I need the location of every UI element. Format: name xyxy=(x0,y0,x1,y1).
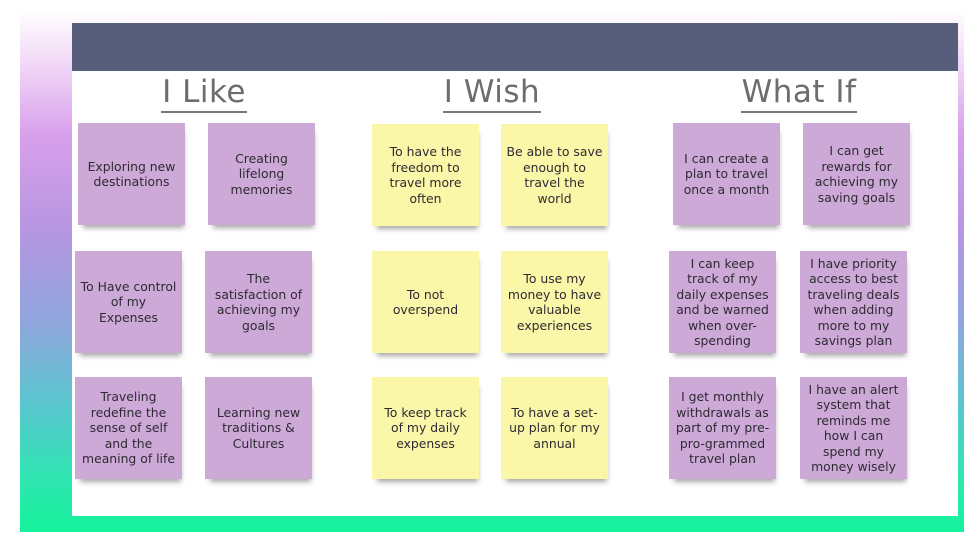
sticky-note-plan-monthly: I can create a plan to travel once a mon… xyxy=(673,123,780,225)
sticky-note-exploring: Exploring new destinations xyxy=(78,123,185,225)
sticky-note-warned-overspending: I can keep track of my daily expenses an… xyxy=(669,251,776,353)
sticky-note-freedom: To have the freedom to travel more often xyxy=(372,124,479,226)
sticky-note-set-up-plan: To have a set-up plan for my annual xyxy=(501,377,608,479)
heading-i-like: I Like xyxy=(140,74,268,114)
heading-what-if: What If xyxy=(724,74,874,114)
sticky-note-traditions: Learning new traditions & Cultures xyxy=(205,377,312,479)
sticky-note-satisfaction: The satisfaction of achieving my goals xyxy=(205,251,312,353)
sticky-note-save-enough: Be able to save enough to travel the wor… xyxy=(501,124,608,226)
sticky-note-valuable-experiences: To use my money to have valuable experie… xyxy=(501,251,608,353)
sticky-note-alert-system: I have an alert system that reminds me h… xyxy=(800,377,907,479)
sticky-note-expenses-control: To Have control of my Expenses xyxy=(75,251,182,353)
heading-i-wish: I Wish xyxy=(428,74,556,114)
sticky-note-monthly-withdrawals: I get monthly withdrawals as part of my … xyxy=(669,377,776,479)
sticky-note-priority-access: I have priority access to best traveling… xyxy=(800,251,907,353)
sticky-note-keep-track: To keep track of my daily expenses xyxy=(372,377,479,479)
sticky-note-not-overspend: To not overspend xyxy=(372,251,479,353)
sticky-note-memories: Creating lifelong memories xyxy=(208,123,315,225)
header-bar xyxy=(72,23,958,71)
sticky-note-traveling-redefine: Traveling redefine the sense of self and… xyxy=(75,377,182,479)
sticky-note-rewards: I can get rewards for achieving my savin… xyxy=(803,123,910,225)
